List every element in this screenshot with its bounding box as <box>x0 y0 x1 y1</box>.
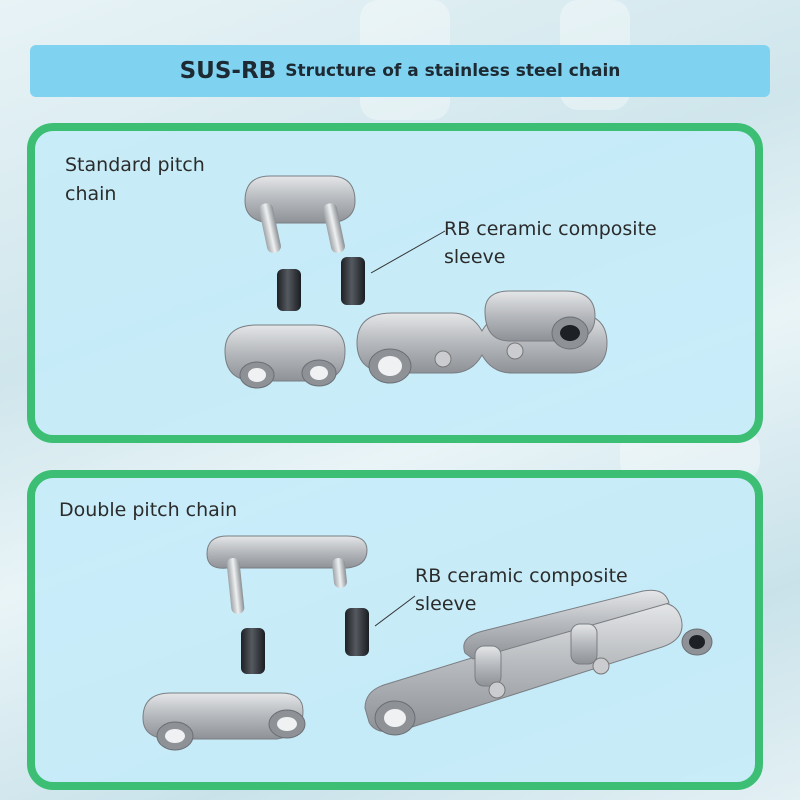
ceramic-sleeve <box>241 608 369 674</box>
assembled-chain <box>356 290 608 384</box>
connecting-link-part <box>206 535 368 614</box>
ceramic-sleeve <box>277 257 365 311</box>
sleeve-callout-label: RB ceramic composite sleeve <box>415 565 628 615</box>
panel-title: Standard pitch chain <box>65 154 205 205</box>
connecting-link-part <box>244 175 356 253</box>
title-main: SUS-RB <box>179 58 277 84</box>
standard-chain-illustration <box>224 175 608 389</box>
panel-title: Double pitch chain <box>59 499 238 521</box>
callout-leader-line <box>374 595 416 627</box>
callout-leader-line <box>370 230 446 274</box>
inner-link-plate <box>224 324 346 389</box>
standard-pitch-panel: Standard pitch chain RB ceramic composit… <box>27 123 763 443</box>
double-pitch-panel: Double pitch chain RB ceramic composite … <box>27 470 763 790</box>
assembled-chain <box>364 589 713 736</box>
sleeve-callout-label: RB ceramic composite sleeve <box>444 218 657 268</box>
title-bar: SUS-RB Structure of a stainless steel ch… <box>30 45 770 97</box>
title-subtitle: Structure of a stainless steel chain <box>285 61 621 81</box>
double-chain-illustration <box>142 535 713 751</box>
inner-link-plate <box>142 692 306 751</box>
